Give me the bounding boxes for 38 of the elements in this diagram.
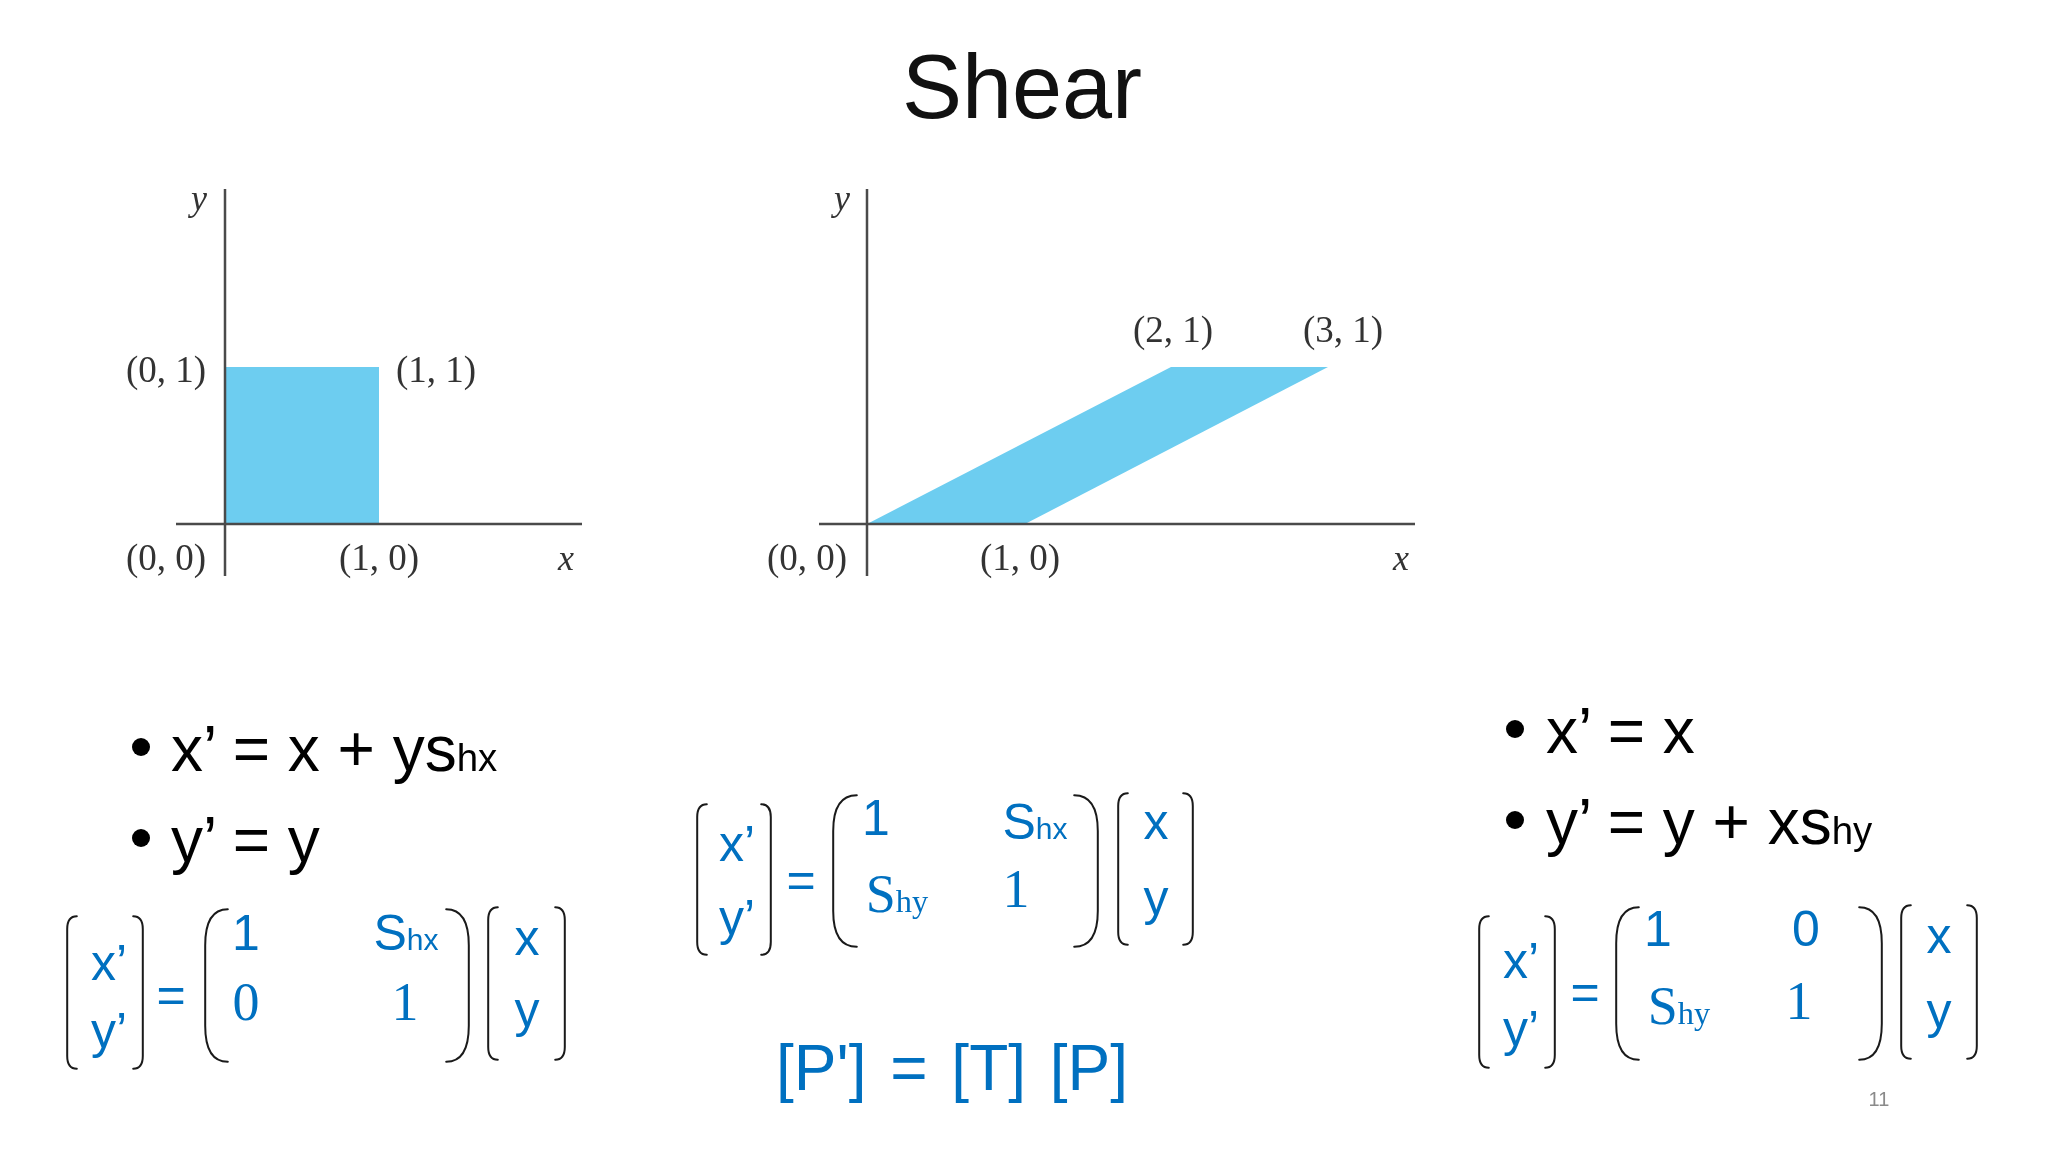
slide-title: Shear [901, 42, 1143, 132]
matrix-entry: 0 [1792, 904, 1820, 954]
matrix-entry: x’ [90, 938, 128, 988]
point-label: (1, 1) [395, 349, 477, 391]
matrix-entry: 1 [232, 908, 260, 958]
point-label: (3, 1) [1302, 309, 1384, 351]
matrix-entry: y’ [718, 893, 756, 943]
point-label: (2, 1) [1132, 309, 1214, 351]
matrix-entry: x [514, 913, 540, 963]
point-label: (0, 0) [125, 537, 207, 579]
axis-label: x [1393, 539, 1409, 579]
matrix-entry: x’ [1502, 936, 1540, 986]
formula: [P'] = [T] [P] [775, 1032, 1129, 1104]
equation: x’ = x [1546, 695, 1695, 767]
matrix-entry: 0 [232, 975, 260, 1029]
matrix-entry: x’ [718, 819, 756, 869]
point-label: (0, 1) [125, 349, 207, 391]
matrix-entry: x [1143, 797, 1169, 847]
matrix-entry: y [1143, 873, 1169, 923]
equals-sign: = [786, 855, 816, 905]
matrix-entry: 1 [1785, 974, 1813, 1028]
matrix-entry: y [1926, 986, 1952, 1036]
matrix-entry: 1 [1002, 862, 1030, 916]
matrix-entry: 1 [1644, 904, 1672, 954]
equals-sign: = [156, 970, 186, 1020]
matrix-entry: x [1926, 911, 1952, 961]
point-label: (0, 0) [766, 537, 848, 579]
matrix-entry: y’ [1502, 1004, 1540, 1054]
matrix-entry: y [514, 985, 540, 1035]
point-label: (1, 0) [338, 537, 420, 579]
matrix-entry: y’ [90, 1006, 128, 1056]
page-number: 11 [1868, 1088, 1890, 1110]
equation: y’ = y [171, 804, 320, 876]
axis-label: x [558, 539, 574, 579]
point-label: (1, 0) [979, 537, 1061, 579]
equals-sign: = [1570, 967, 1600, 1017]
matrix-entry: 1 [391, 975, 419, 1029]
matrix-entry: 1 [862, 793, 890, 843]
